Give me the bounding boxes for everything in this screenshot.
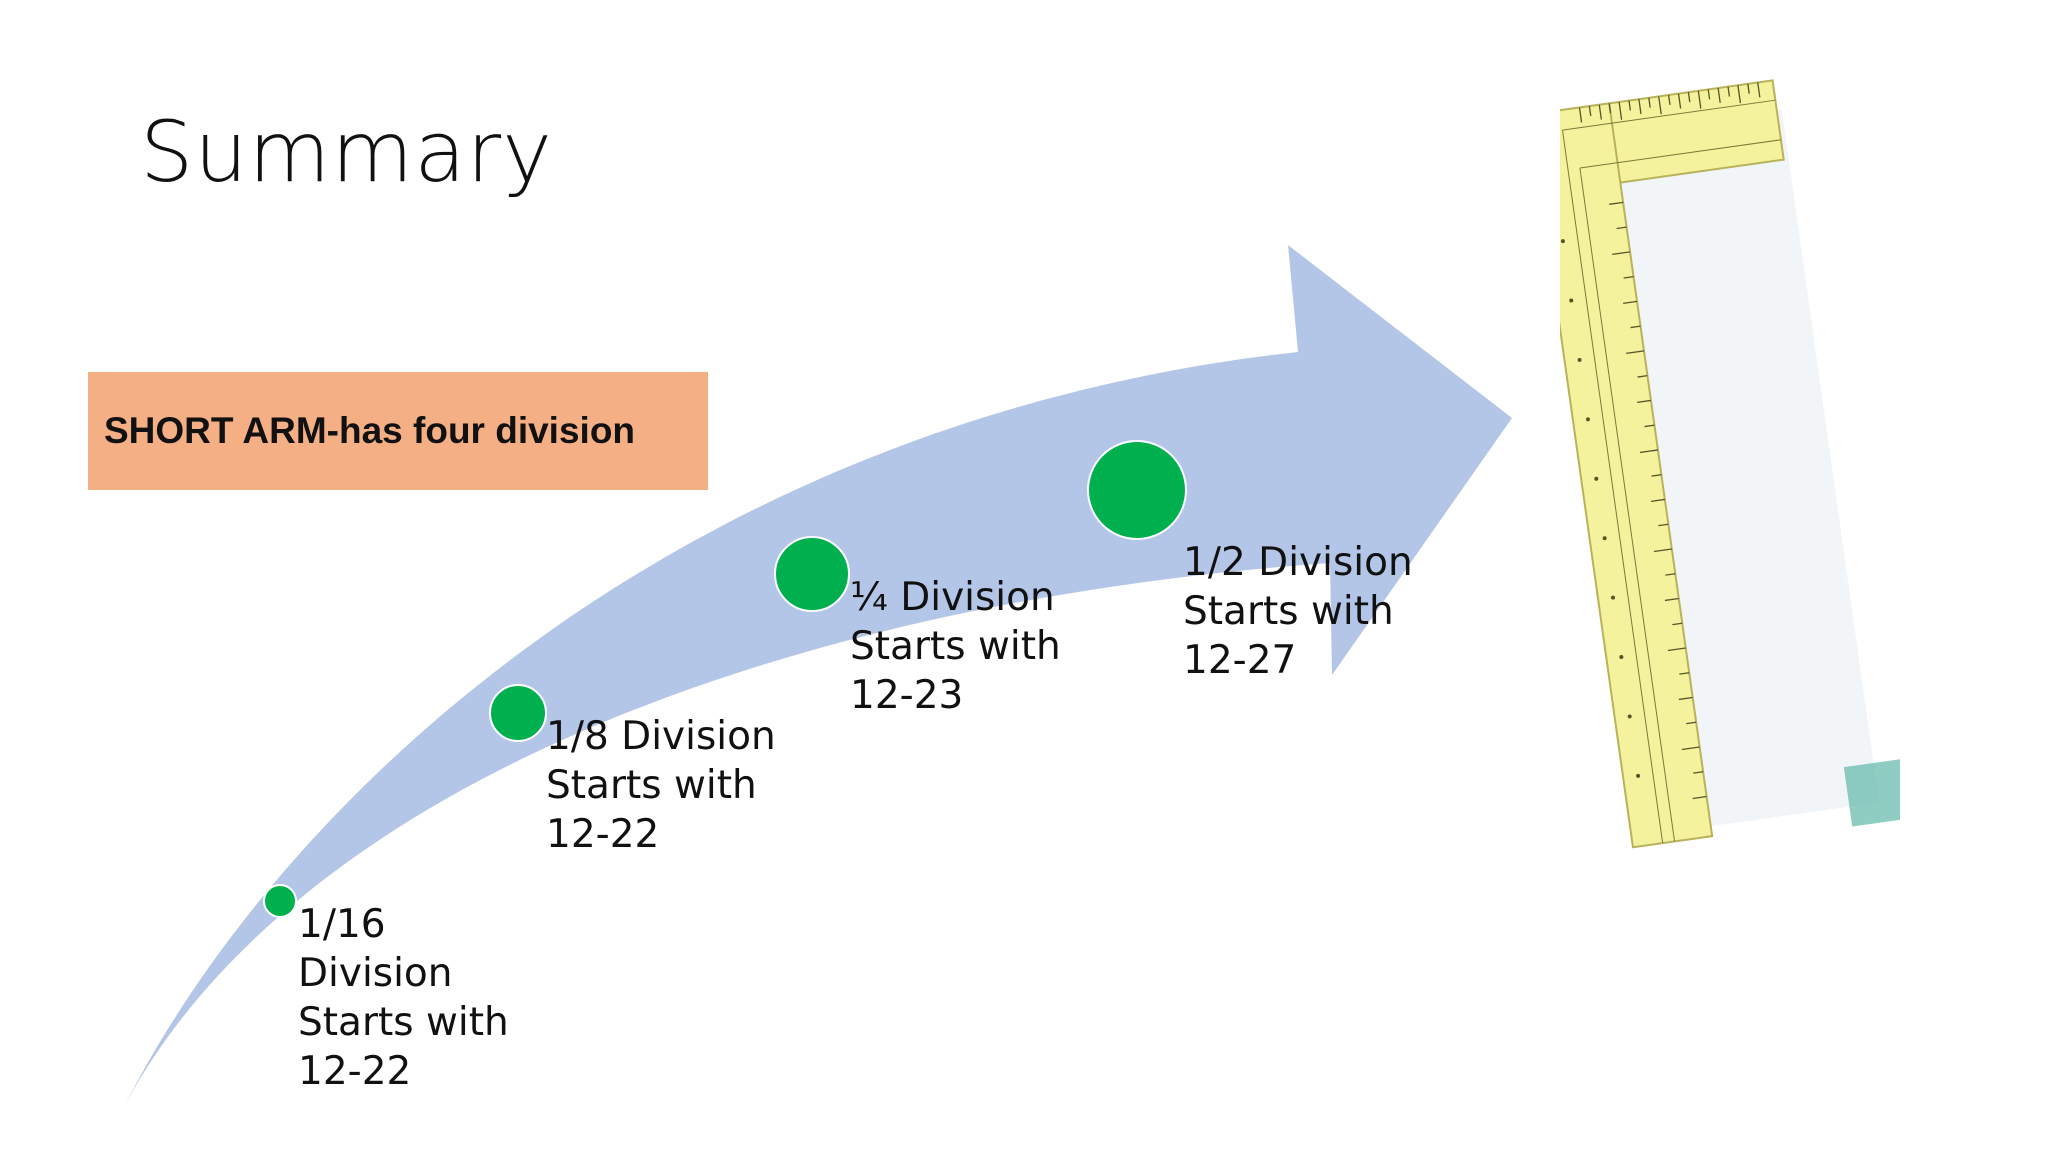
milestone-dot-4	[1087, 440, 1187, 540]
milestone-text-3: ¼ Division Starts with 12-23	[850, 573, 1061, 720]
milestone-dot-3	[774, 536, 850, 612]
milestone-2-line-1: 1/8 Division	[546, 714, 776, 759]
milestone-4-line-2: Starts with	[1183, 589, 1394, 634]
short-arm-label: SHORT ARM-has four division	[104, 410, 636, 451]
milestone-1-line-2: Division	[298, 951, 453, 996]
milestone-1-line-1: 1/16	[298, 902, 386, 947]
milestone-text-1: 1/16 Division Starts with 12-22	[298, 900, 509, 1096]
short-arm-label-box: SHORT ARM-has four division	[88, 372, 708, 490]
milestone-2-line-2: Starts with	[546, 763, 757, 808]
milestone-1-line-3: Starts with	[298, 1000, 509, 1045]
milestone-4-line-1: 1/2 Division	[1183, 540, 1413, 585]
milestone-2-line-3: 12-22	[546, 812, 660, 857]
milestone-1-line-4: 12-22	[298, 1049, 412, 1094]
milestone-dot-1	[263, 884, 297, 918]
milestone-text-2: 1/8 Division Starts with 12-22	[546, 712, 776, 859]
milestone-3-line-2: Starts with	[850, 624, 1061, 669]
milestone-3-line-1: ¼ Division	[850, 575, 1055, 620]
milestone-text-4: 1/2 Division Starts with 12-27	[1183, 538, 1413, 685]
carpenter-square-ruler-icon	[1560, 79, 1900, 849]
milestone-4-line-3: 12-27	[1183, 638, 1297, 683]
slide-title: Summary	[140, 103, 553, 201]
milestone-3-line-3: 12-23	[850, 673, 964, 718]
milestone-dot-2	[489, 684, 547, 742]
